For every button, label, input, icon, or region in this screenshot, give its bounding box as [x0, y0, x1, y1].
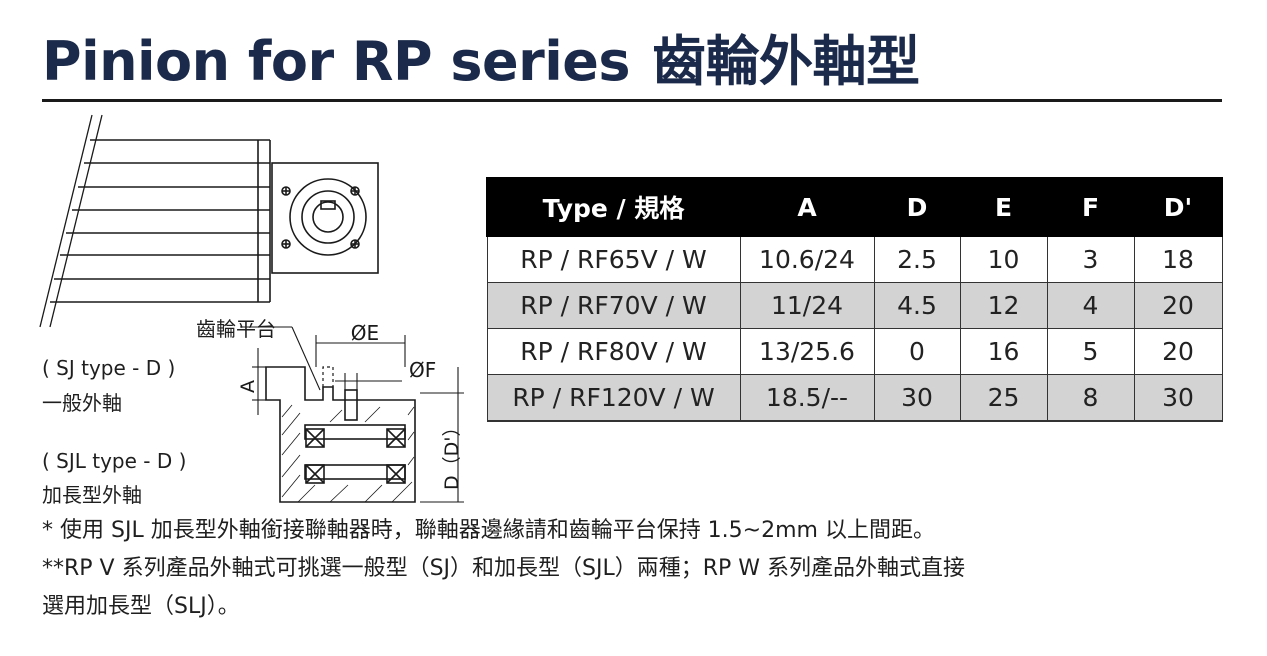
dimension-lines	[240, 326, 464, 503]
title-divider	[42, 99, 1222, 102]
cell-e: 25	[959, 374, 1048, 422]
table-row: RP / RF70V / W 11/24 4.5 12 4 20	[486, 282, 1223, 329]
table-row: RP / RF120V / W 18.5/-- 30 25 8 30	[486, 374, 1223, 422]
footnotes: * 使用 SJL 加長型外軸銜接聯軸器時，聯軸器邊緣請和齒輪平台保持 1.5~2…	[42, 512, 1232, 626]
dim-f-label: ØF	[409, 358, 436, 382]
title-zh: 齒輪外軸型	[652, 30, 920, 93]
title-en: Pinion for RP series	[42, 30, 631, 93]
section-hatch	[281, 404, 415, 503]
table-header-row: Type / 規格 A D E F D'	[486, 177, 1223, 237]
header-a: A	[739, 177, 875, 237]
sjl-type-label: ( SJL type - D )	[42, 449, 187, 473]
header-type: Type / 規格	[486, 177, 741, 237]
cell-a: 18.5/--	[739, 374, 875, 422]
cell-d-prime: 30	[1133, 374, 1223, 422]
cell-e: 10	[959, 235, 1048, 283]
cell-d: 4.5	[873, 282, 961, 329]
cell-f: 8	[1046, 374, 1135, 422]
cell-f: 3	[1046, 235, 1135, 283]
section-view	[265, 366, 416, 503]
pinion-drawing: ØE ØF A D（D'）	[39, 114, 464, 503]
dim-d-label: D（D'）	[441, 418, 463, 490]
cell-type: RP / RF65V / W	[486, 235, 741, 283]
footnote-2-cont: 選用加長型（SLJ）。	[42, 594, 240, 619]
cell-type: RP / RF70V / W	[486, 282, 741, 329]
header-e: E	[959, 177, 1048, 237]
cell-a: 10.6/24	[739, 235, 875, 283]
cell-d: 2.5	[873, 235, 961, 283]
table-row: RP / RF65V / W 10.6/24 2.5 10 3 18	[486, 235, 1223, 283]
cell-e: 16	[959, 328, 1048, 375]
header-d: D	[873, 177, 961, 237]
sjl-desc-label: 加長型外軸	[42, 483, 142, 507]
page-title: Pinion for RP series 齒輪外軸型	[42, 22, 920, 102]
cell-type: RP / RF80V / W	[486, 328, 741, 375]
sj-type-label: ( SJ type - D )	[42, 356, 176, 380]
cell-d-prime: 20	[1133, 328, 1223, 375]
cell-d-prime: 20	[1133, 282, 1223, 329]
rack-body	[50, 139, 271, 303]
cell-d: 0	[873, 328, 961, 375]
cell-a: 11/24	[739, 282, 875, 329]
header-d-prime: D'	[1133, 177, 1223, 237]
cell-f: 5	[1046, 328, 1135, 375]
header-f: F	[1046, 177, 1135, 237]
footnote-1: * 使用 SJL 加長型外軸銜接聯軸器時，聯軸器邊緣請和齒輪平台保持 1.5~2…	[42, 518, 935, 543]
cell-f: 4	[1046, 282, 1135, 329]
break-lines	[39, 114, 103, 328]
cell-a: 13/25.6	[739, 328, 875, 375]
flange-plate	[271, 162, 379, 274]
dim-e-label: ØE	[351, 321, 379, 345]
footnote-2: **RP V 系列產品外軸式可挑選一般型（SJ）和加長型（SJL）兩種；RP W…	[42, 556, 966, 581]
cell-d-prime: 18	[1133, 235, 1223, 283]
platform-label: 齒輪平台	[196, 317, 276, 341]
cell-d: 30	[873, 374, 961, 422]
cell-type: RP / RF120V / W	[486, 374, 741, 422]
table-row: RP / RF80V / W 13/25.6 0 16 5 20	[486, 328, 1223, 375]
spec-table: Type / 規格 A D E F D' RP / RF65V / W 10.6…	[486, 177, 1223, 422]
dim-a-label: A	[237, 380, 259, 393]
sj-desc-label: 一般外軸	[42, 391, 122, 415]
cell-e: 12	[959, 282, 1048, 329]
